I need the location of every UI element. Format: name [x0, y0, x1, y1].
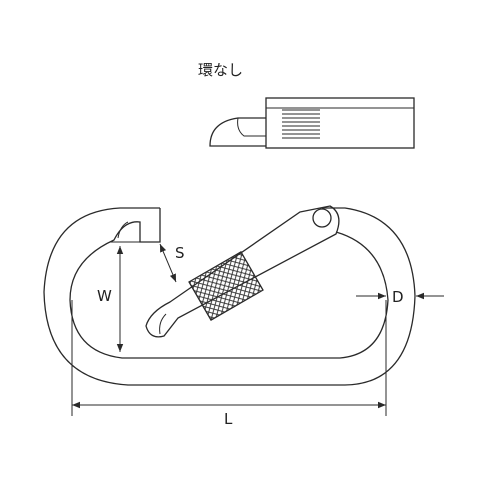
sleeve-grip-lines: [282, 109, 320, 139]
label-s: S: [175, 244, 185, 262]
diagram-title: 環なし: [198, 61, 243, 79]
sleeve-body: [265, 97, 415, 149]
label-w: W: [97, 287, 112, 305]
label-l: L: [224, 410, 233, 428]
dimension-diameter: D: [356, 288, 444, 306]
dimension-length: L: [71, 300, 387, 428]
carabiner-body: [43, 207, 416, 386]
sleeve-tip-inner: [237, 117, 266, 137]
sleeve-detail: [209, 97, 415, 149]
dimension-width: W: [97, 241, 150, 352]
label-d: D: [392, 288, 404, 306]
dimension-gap: S: [159, 243, 185, 283]
gate-sleeve: [188, 251, 264, 321]
carabiner-gate: [145, 205, 340, 338]
